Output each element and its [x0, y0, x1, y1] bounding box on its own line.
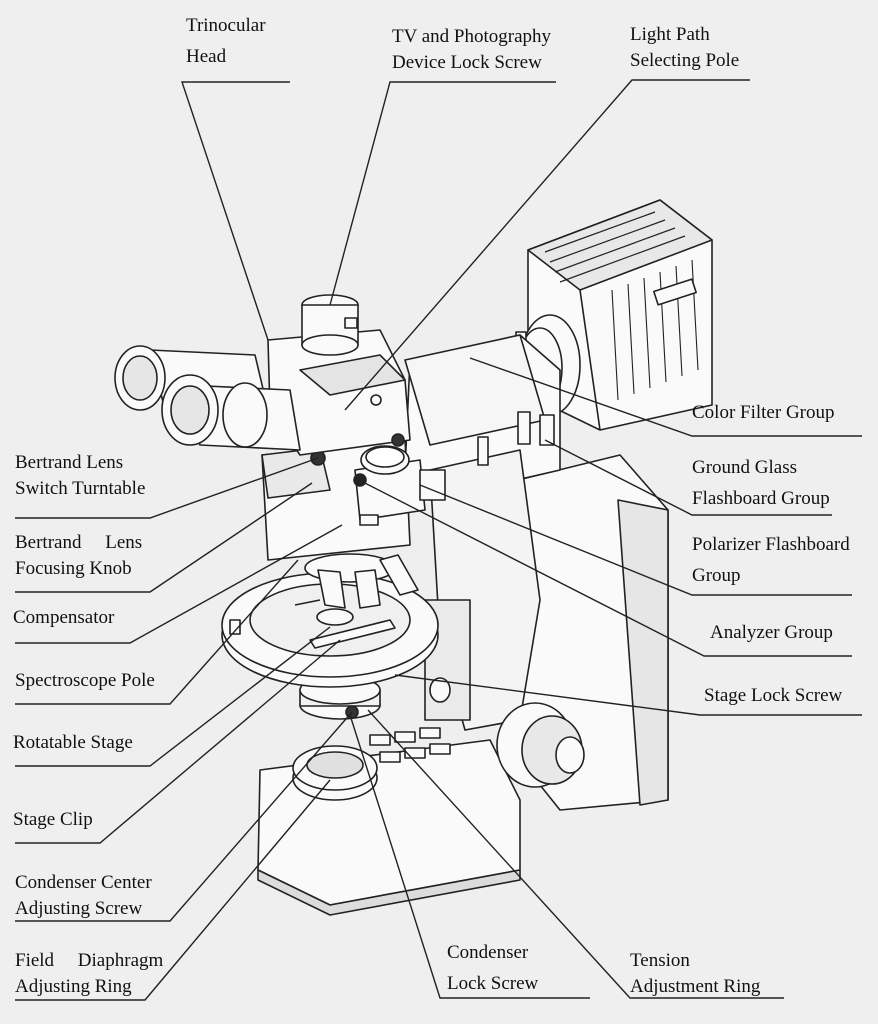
label-polarizer-flashboard: Polarizer Flashboard Group — [692, 534, 850, 586]
label-color-filter-group: Color Filter Group — [692, 402, 835, 423]
label-condenser-lock-screw: Condenser Lock Screw — [447, 942, 539, 994]
label-stage-lock-screw: Stage Lock Screw — [704, 685, 843, 706]
label-light-path-selecting-pole: Light Path Selecting Pole — [630, 24, 740, 71]
trinocular-head — [267, 294, 411, 456]
focus-knob — [429, 677, 585, 788]
label-bertrand-lens-focusing-knob: Bertrand Lens Focusing Knob — [15, 532, 143, 579]
label-tv-photography-lock-screw: TV and Photography Device Lock Screw — [392, 26, 552, 73]
leader-lines — [15, 79, 862, 1001]
label-stage-clip: Stage Clip — [13, 809, 93, 830]
label-ground-glass-flashboard: Ground Glass Flashboard Group — [692, 457, 830, 509]
label-compensator: Compensator — [13, 607, 115, 628]
label-tension-adjustment-ring: Tension Adjustment Ring — [630, 950, 761, 997]
label-analyzer-group: Analyzer Group — [710, 622, 833, 643]
label-trinocular-head: Trinocular Head — [186, 15, 266, 67]
intermediate-body — [261, 439, 446, 561]
label-field-diaphragm-adjusting-ring: Field Diaphragm Adjusting Ring — [15, 950, 164, 997]
label-spectroscope-pole: Spectroscope Pole — [15, 670, 155, 691]
label-condenser-center-adjusting-screw: Condenser Center Adjusting Screw — [15, 872, 152, 919]
objective-nosepiece — [304, 553, 419, 609]
field-diaphragm-ring — [292, 745, 378, 801]
light-path-arm — [404, 334, 555, 466]
eyepieces — [114, 345, 301, 451]
microscope-base — [257, 727, 521, 916]
label-bertrand-lens-switch-turntable: Bertrand Lens Switch Turntable — [15, 452, 146, 499]
label-rotatable-stage: Rotatable Stage — [13, 732, 133, 753]
rotatable-stage — [221, 572, 439, 688]
